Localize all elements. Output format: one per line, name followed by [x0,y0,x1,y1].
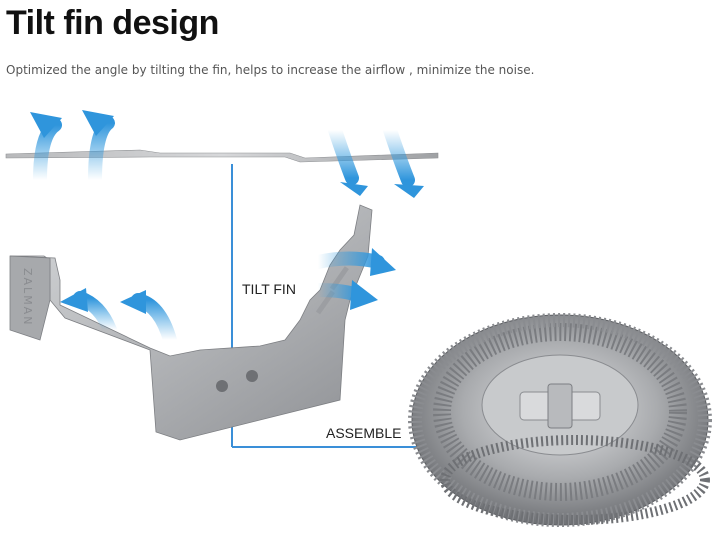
fin-engraving: ZALMAN [21,268,34,326]
tilted-fin: ZALMAN [9,204,373,441]
upflow-arrows-fin [60,288,177,347]
downflow-arrows-top [328,123,424,198]
tilt-fin-label: TILT FIN [242,281,296,297]
page-title: Tilt fin design [6,4,219,42]
sideflow-arrows-fin [311,248,396,310]
page-subtitle: Optimized the angle by tilting the fin, … [6,63,535,77]
top-fin-plate [5,149,439,163]
upflow-arrows-top [30,110,115,187]
assembled-cooler [408,313,712,527]
assemble-label: ASSEMBLE [326,425,401,441]
